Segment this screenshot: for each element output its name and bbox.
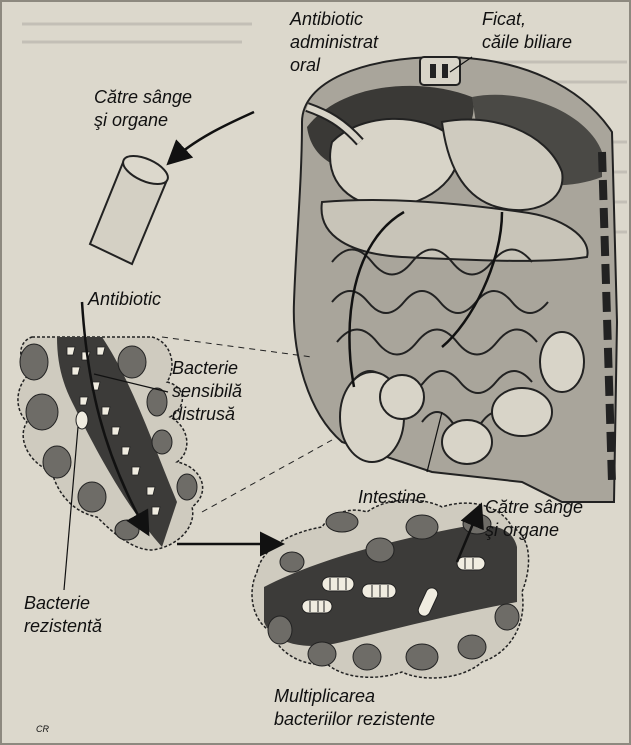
- label-liver-bile-ducts: Ficat,căile biliare: [482, 8, 572, 54]
- label-intestine: Intestine: [358, 486, 426, 509]
- abdomen-illustration: [294, 57, 617, 502]
- credit-mark: CR: [36, 724, 49, 734]
- zoom-line-bottom: [202, 440, 332, 512]
- pill-capsule: [90, 150, 172, 264]
- label-antibiotic: Antibiotic: [88, 288, 161, 311]
- zoom-line-top: [162, 337, 312, 357]
